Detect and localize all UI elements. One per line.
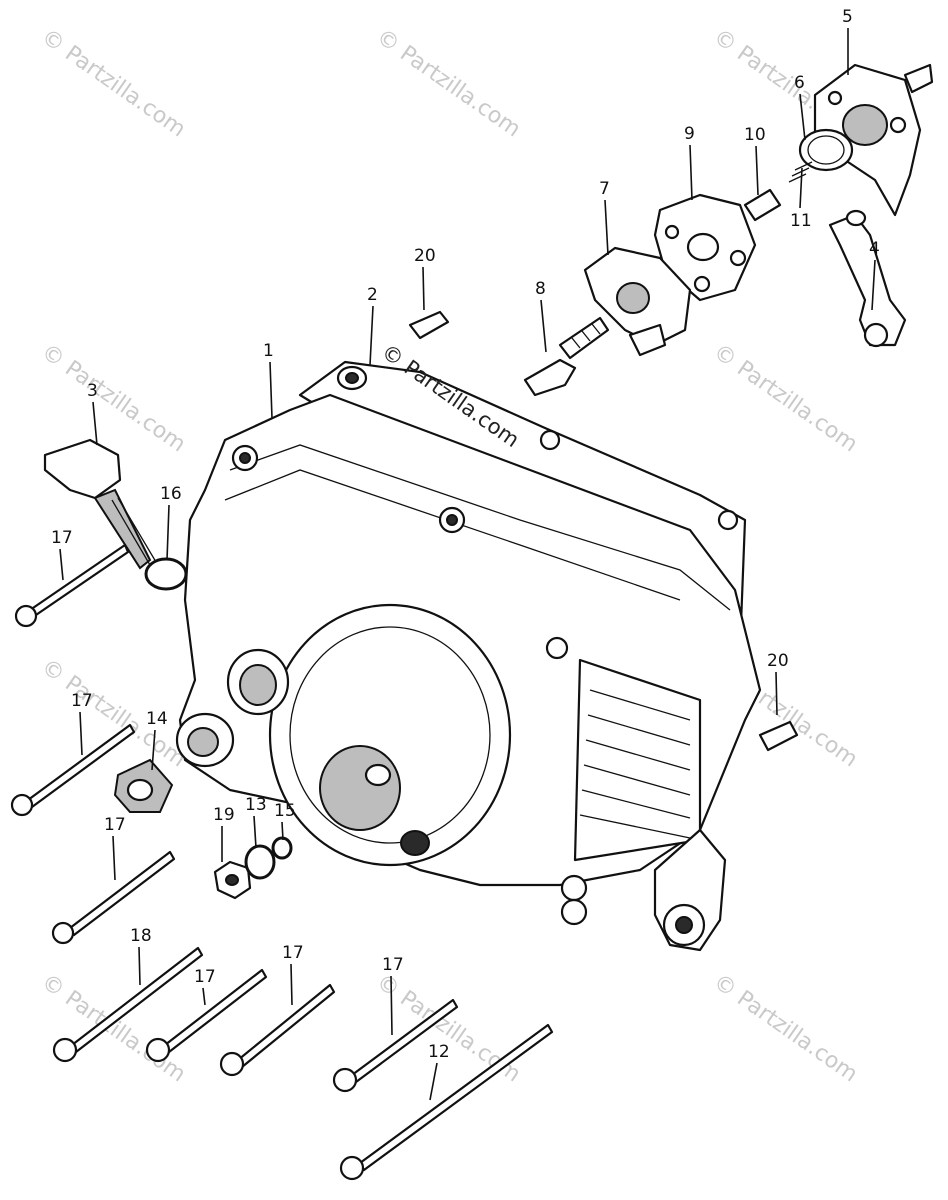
callout-19: 19 xyxy=(213,805,235,825)
callout-17f: 17 xyxy=(382,955,404,975)
leader-lines xyxy=(59,28,876,1101)
callout-20b: 20 xyxy=(767,651,789,671)
callout-14: 14 xyxy=(146,709,168,729)
callout-6: 6 xyxy=(794,73,805,93)
screw-17-d xyxy=(145,968,268,1063)
callout-13: 13 xyxy=(245,795,267,815)
screw-17-a xyxy=(14,543,130,628)
callout-12: 12 xyxy=(428,1042,450,1062)
screw-17-b xyxy=(10,723,136,817)
callout-10: 10 xyxy=(744,125,766,145)
screw-18 xyxy=(52,946,204,1063)
watermark-text: © Partzilla.com xyxy=(709,969,862,1087)
screw-17-e xyxy=(219,983,336,1077)
callout-labels: 1 2 3 4 5 6 7 8 9 10 11 12 13 14 15 16 1… xyxy=(51,7,880,1062)
screw-17-f xyxy=(332,998,459,1093)
callout-17c: 17 xyxy=(104,815,126,835)
callout-1: 1 xyxy=(263,341,274,361)
callout-17e: 17 xyxy=(282,943,304,963)
screw-12 xyxy=(339,1023,554,1181)
callout-3: 3 xyxy=(87,381,98,401)
watermark-text: © Partzilla.com xyxy=(709,339,862,457)
watermark-text: © Partzilla.com xyxy=(372,24,525,142)
callout-17a: 17 xyxy=(51,528,73,548)
small-hardware-parts xyxy=(113,758,293,900)
watermark-text: © Partzilla.com xyxy=(37,339,190,457)
watermark-text: © Partzilla.com xyxy=(37,969,190,1087)
callout-7: 7 xyxy=(599,179,610,199)
callout-8: 8 xyxy=(535,279,546,299)
callout-15: 15 xyxy=(274,801,296,821)
screw-17-c xyxy=(51,850,176,945)
screw-parts xyxy=(10,543,554,1181)
watermark-text: © Partzilla.com xyxy=(37,24,190,142)
callout-17b: 17 xyxy=(71,691,93,711)
callout-16: 16 xyxy=(160,484,182,504)
oil-filler-cap-part xyxy=(43,438,157,570)
upper-mechanism-parts xyxy=(408,63,934,752)
crankcase-cover-part xyxy=(175,360,762,952)
callout-4: 4 xyxy=(869,239,880,259)
callout-18: 18 xyxy=(130,926,152,946)
grommet-part xyxy=(336,365,368,391)
callout-5: 5 xyxy=(842,7,853,27)
callout-20a: 20 xyxy=(414,246,436,266)
callout-17d: 17 xyxy=(194,967,216,987)
callout-2: 2 xyxy=(367,285,378,305)
o-ring-part xyxy=(144,557,188,591)
callout-11: 11 xyxy=(790,211,812,231)
callout-9: 9 xyxy=(684,124,695,144)
